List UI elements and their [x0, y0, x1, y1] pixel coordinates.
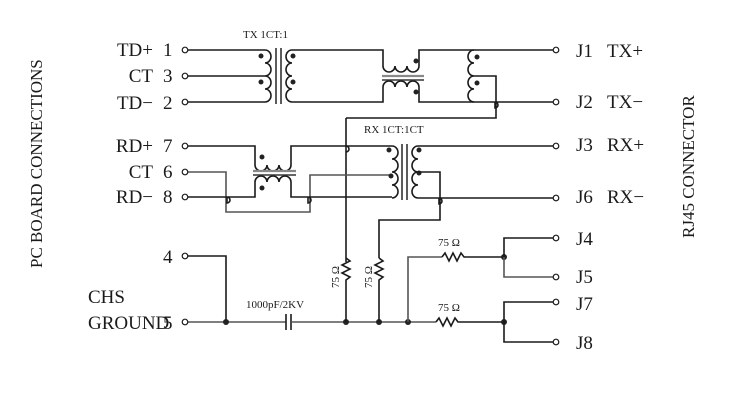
terminal-7 [181, 142, 189, 150]
jack-j3: J3 [576, 135, 593, 156]
jack-j2: J2 [576, 92, 593, 113]
jack-j3-name: RX+ [607, 135, 644, 156]
chs-label: CHS [88, 287, 125, 308]
terminal-j5 [552, 273, 560, 281]
pc-board-title: PC BOARD CONNECTIONS [27, 59, 46, 268]
rx-transformer-label: RX 1CT:1CT [364, 124, 424, 136]
terminal-1 [181, 46, 189, 54]
terminal-5 [181, 318, 189, 326]
jack-j6: J6 [576, 187, 593, 208]
pin-label-tdm: TD− [117, 93, 153, 114]
pin-num-8: 8 [163, 187, 173, 208]
terminal-j7 [552, 298, 560, 306]
jack-j4: J4 [576, 229, 593, 250]
pin-label-ct1: CT [129, 66, 154, 87]
resistor-r3-label: 75 Ω [330, 266, 342, 288]
jack-j1-name: TX+ [607, 41, 643, 62]
termination-section [187, 237, 553, 343]
resistor-r1-label: 75 Ω [438, 237, 460, 249]
pin-num-3: 3 [163, 66, 173, 87]
resistor-r2-label: 75 Ω [438, 302, 460, 314]
jack-j1: J1 [576, 41, 593, 62]
terminal-4 [181, 252, 189, 260]
pin-label-ct2: CT [129, 162, 154, 183]
capacitor-label: 1000pF/2KV [246, 299, 304, 311]
jack-j7: J7 [576, 294, 593, 315]
jack-j6-name: RX− [607, 187, 644, 208]
pin-label-tdp: TD+ [117, 40, 153, 61]
terminal-j2 [552, 98, 560, 106]
right-pin-terminals [552, 46, 560, 346]
jack-j5: J5 [576, 267, 593, 288]
terminal-j1 [552, 46, 560, 54]
resistor-r4-label: 75 Ω [363, 266, 375, 288]
left-pin-terminals [181, 46, 189, 326]
pin-num-2: 2 [163, 93, 173, 114]
pin-num-1: 1 [163, 40, 173, 61]
tx-section [187, 48, 553, 119]
terminal-3 [181, 72, 189, 80]
terminal-2 [181, 98, 189, 106]
pin-label-ground: GROUND [88, 313, 169, 334]
terminal-j8 [552, 338, 560, 346]
pin-label-rdp: RD+ [116, 136, 153, 157]
rx-section [187, 118, 553, 262]
terminal-j4 [552, 234, 560, 242]
pin-label-rdm: RD− [116, 187, 153, 208]
terminal-8 [181, 193, 189, 201]
pin-num-4: 4 [163, 247, 173, 268]
terminal-j3 [552, 142, 560, 150]
tx-transformer-label: TX 1CT:1 [243, 29, 288, 41]
pin-num-7: 7 [163, 136, 173, 157]
pin-num-6: 6 [163, 162, 173, 183]
terminal-6 [181, 168, 189, 176]
pin-num-5: 5 [163, 313, 173, 334]
rj45-title: RJ45 CONNECTOR [679, 95, 698, 238]
jack-j8: J8 [576, 333, 593, 354]
terminal-j6 [552, 194, 560, 202]
jack-j2-name: TX− [607, 92, 643, 113]
